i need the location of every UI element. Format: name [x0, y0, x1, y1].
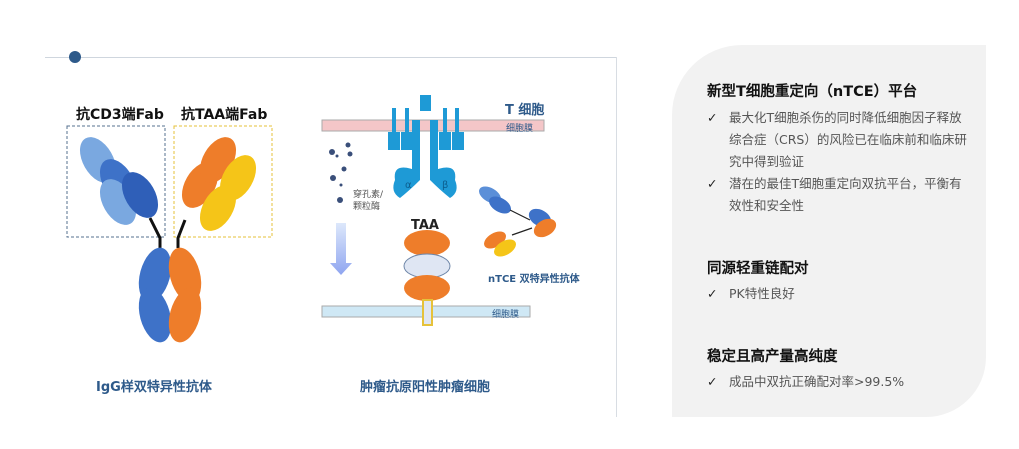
check-icon: ✓: [707, 374, 718, 389]
cd3-fab-label: 抗CD3端Fab: [76, 107, 164, 123]
igg-caption: IgG样双特异性抗体: [96, 380, 212, 395]
tcell-membrane-label: 细胞膜: [506, 124, 534, 134]
list-item: ✓最大化T细胞杀伤的同时降低细胞因子释放综合症（CRS）的风险已在临床前和临床研…: [707, 107, 972, 173]
ntce-antibody-icon: [479, 186, 557, 257]
svg-text:β: β: [442, 180, 448, 191]
tcr-complex: [388, 95, 464, 198]
granules: [329, 142, 353, 203]
cd3-fab-box: [66, 125, 166, 238]
check-icon: ✓: [707, 286, 718, 301]
tcell-tumor-diagram: α β: [321, 95, 557, 326]
igg-bispecific-antibody-diagram: [66, 125, 273, 343]
tumor-membrane-label: 细胞膜: [492, 310, 520, 320]
granule-label-2: 颗粒酶: [353, 202, 381, 212]
check-icon: ✓: [707, 110, 718, 125]
ntce-label: nTCE 双特异性抗体: [488, 274, 580, 285]
list-item: ✓PK特性良好: [707, 283, 972, 305]
tumor-caption: 肿瘤抗原阳性肿瘤细胞: [360, 380, 491, 395]
taa-label: TAA: [411, 218, 439, 233]
fc-region: [138, 247, 202, 343]
bullet-dot: [69, 51, 81, 63]
right-rule: [616, 57, 617, 417]
section-title: 同源轻重链配对: [707, 261, 809, 277]
taa-fab-label: 抗TAA端Fab: [181, 107, 268, 123]
down-arrow-icon: [330, 223, 352, 275]
section-title: 稳定且高产量高纯度: [707, 349, 838, 365]
section-title: 新型T细胞重定向（nTCE）平台: [707, 84, 918, 100]
granule-label-1: 穿孔素/: [353, 190, 384, 200]
taa-fab: [181, 137, 257, 231]
svg-text:α: α: [405, 180, 412, 191]
taa-fab-box: [173, 125, 273, 238]
list-item: ✓潜在的最佳T细胞重定向双抗平台，平衡有效性和安全性: [707, 173, 972, 217]
tcell-label: T 细胞: [505, 103, 545, 118]
feature-panel: 新型T细胞重定向（nTCE）平台 ✓最大化T细胞杀伤的同时降低细胞因子释放综合症…: [672, 45, 986, 417]
cd3-fab: [79, 137, 159, 225]
top-rule: [45, 57, 617, 58]
list-item: ✓成品中双抗正确配对率>99.5%: [707, 371, 972, 393]
check-icon: ✓: [707, 176, 718, 191]
